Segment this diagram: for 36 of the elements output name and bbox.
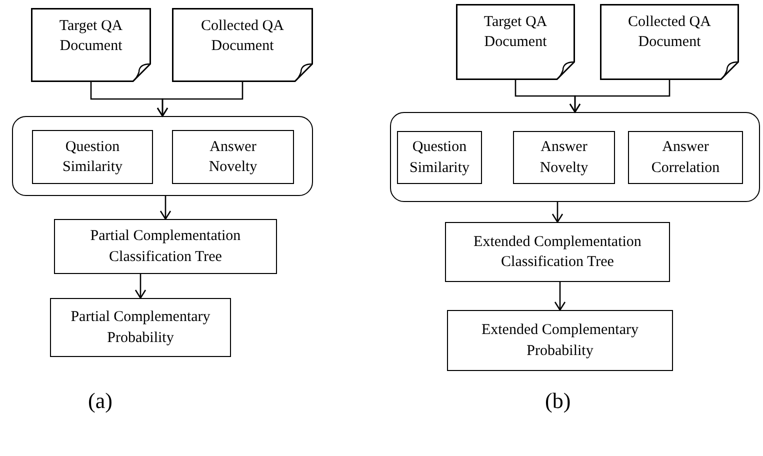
- node-text: Target QA Document: [58, 17, 124, 56]
- node-text: Collected QA Document: [200, 17, 285, 56]
- group-container: [390, 112, 760, 202]
- node-text: Extended Complementation Classification Tree: [472, 232, 642, 272]
- document-shape: [456, 4, 575, 80]
- document-shape: [31, 8, 151, 82]
- arrow: [134, 274, 146, 299]
- node-text: Answer Novelty: [538, 138, 590, 178]
- arrow: [156, 82, 244, 117]
- document-shape: [172, 8, 313, 82]
- arrow: [160, 196, 172, 220]
- node-text: Extended Complementary Probability: [480, 321, 640, 360]
- process-box: [397, 131, 482, 184]
- node-text: Partial Complementary Probability: [70, 308, 212, 348]
- process-box: [54, 219, 277, 274]
- arrow: [552, 202, 564, 223]
- process-box: [628, 131, 743, 184]
- node-text: Partial Complementation Classification Tree: [89, 227, 242, 266]
- process-box: [50, 298, 231, 357]
- document-shape: [600, 4, 739, 80]
- node-text: Collected QA Document: [627, 13, 712, 52]
- process-box: [445, 222, 670, 282]
- node-text: Answer Correlation: [650, 138, 721, 178]
- node-text: Question Similarity: [62, 138, 124, 177]
- subfigure-label: (a): [88, 390, 112, 412]
- process-box: [32, 130, 153, 184]
- process-box: [447, 310, 673, 371]
- subfigure-label: (b): [545, 390, 571, 412]
- group-container: [12, 116, 313, 196]
- node-text: Target QA Document: [482, 13, 548, 52]
- process-box: [513, 131, 615, 184]
- node-text: Question Similarity: [408, 138, 470, 178]
- process-box: [172, 130, 294, 184]
- node-text: Answer Novelty: [208, 138, 258, 177]
- arrow: [554, 282, 566, 311]
- arrow: [569, 80, 670, 113]
